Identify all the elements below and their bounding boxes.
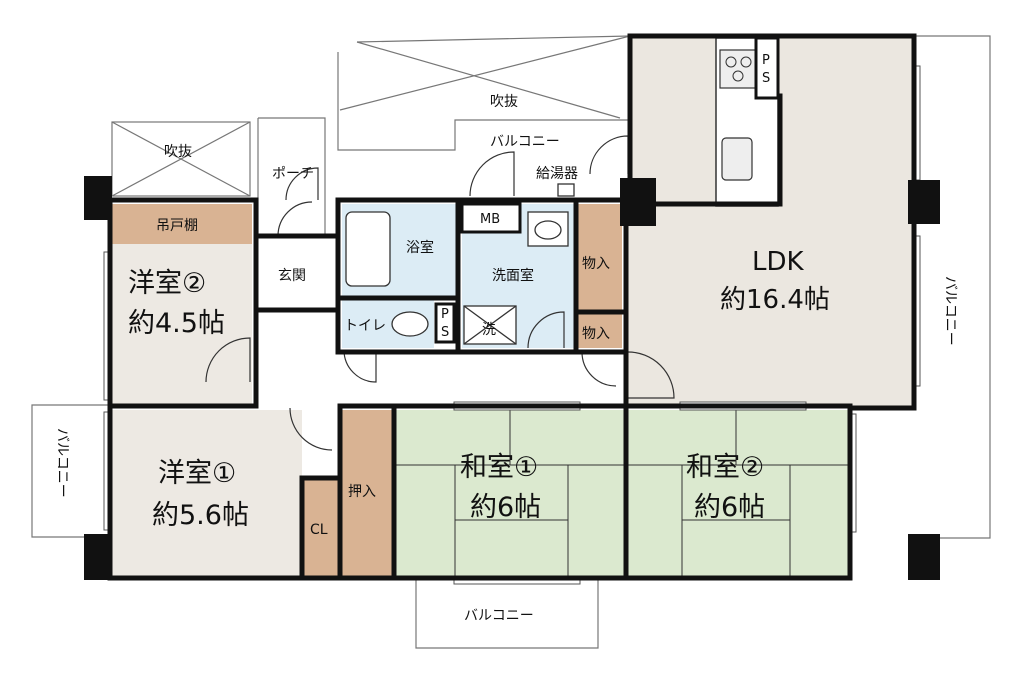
ldk-name: LDK (752, 247, 805, 277)
japanese2-fill (628, 410, 848, 576)
storage2-label: 物入 (582, 326, 610, 342)
kitchen (715, 36, 780, 207)
japanese1-name: 和室① (460, 452, 538, 483)
pillars (84, 176, 940, 580)
storage1-label: 物入 (582, 256, 610, 272)
tatami-lines (396, 410, 848, 576)
hanging-shelf-fill (112, 204, 252, 244)
bathtub-icon (345, 211, 391, 287)
balcony-left-label: バルコニー (54, 428, 70, 498)
fukinuke-left-label: 吹抜 (164, 144, 192, 160)
ps-box-kitchen (754, 36, 780, 100)
ldk-size: 約16.4帖 (720, 285, 830, 315)
ps-toilet-label-s: S (441, 325, 449, 340)
toilet-bowl-icon (391, 311, 429, 337)
closet-fill (302, 480, 338, 576)
western1-fill (112, 410, 302, 576)
japanese2-name: 和室② (686, 452, 764, 483)
ps-toilet-label-p: P (441, 307, 449, 322)
porch-label: ポーチ (272, 166, 314, 182)
sink-icon (721, 137, 753, 181)
walls (107, 33, 917, 581)
mb-box (460, 202, 522, 234)
western2-name: 洋室② (128, 268, 206, 299)
ps-kitchen-label-s: S (762, 71, 770, 86)
closet-label: CL (310, 522, 328, 538)
toilet-label: トイレ (344, 318, 386, 334)
hanging-shelf-label: 吊戸棚 (156, 218, 198, 234)
mb-label: MB (480, 212, 500, 227)
storage1-fill (578, 204, 622, 310)
balcony-right-label: バルコニー (942, 276, 958, 346)
water-heater-box (557, 183, 575, 197)
washer-label: 洗 (482, 322, 496, 338)
door-swings (205, 135, 675, 451)
washroom-label: 洗面室 (492, 267, 534, 284)
ps-kitchen-label-p: P (762, 53, 770, 68)
stove-icon (719, 49, 757, 89)
japanese2-size: 約6帖 (694, 492, 765, 523)
fixtures (345, 183, 575, 345)
western2-size: 約4.5帖 (128, 308, 225, 339)
japanese1-size: 約6帖 (470, 492, 541, 523)
western1-name: 洋室① (158, 458, 236, 489)
western1-size: 約5.6帖 (152, 500, 249, 531)
entrance-label: 玄関 (278, 267, 306, 284)
balcony-bottom-label: バルコニー (464, 608, 534, 624)
outline-lines (31, 35, 991, 649)
storage2-fill (578, 314, 622, 348)
oshiire-fill (342, 410, 392, 576)
washbasin-icon (527, 211, 569, 247)
toilet-tank (434, 302, 456, 344)
water-heater-label: 給湯器 (536, 165, 578, 182)
bathroom-label: 浴室 (406, 239, 434, 256)
fukinuke-top-label: 吹抜 (490, 94, 518, 110)
balcony-top-label: バルコニー (490, 134, 560, 150)
oshiire-label: 押入 (348, 484, 376, 500)
